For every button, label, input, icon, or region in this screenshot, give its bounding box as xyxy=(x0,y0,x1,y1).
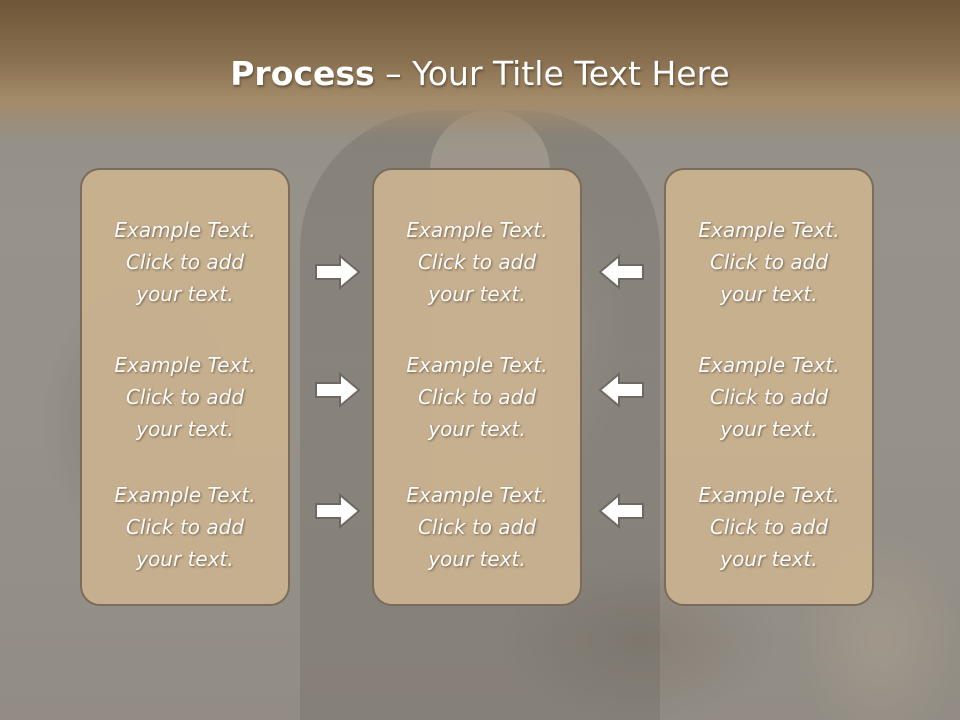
text-placeholder[interactable]: Example Text. Click to add your text. xyxy=(82,214,288,310)
text-line: your text. xyxy=(428,547,526,571)
text-line: your text. xyxy=(720,282,818,306)
text-line: Click to add xyxy=(125,515,245,539)
arrow-left-icon[interactable] xyxy=(597,491,645,531)
process-box-left[interactable]: Example Text. Click to add your text. Ex… xyxy=(80,168,290,606)
text-line: Click to add xyxy=(125,250,245,274)
text-line: Example Text. xyxy=(406,483,548,507)
text-line: Example Text. xyxy=(114,483,256,507)
arrow-right-icon[interactable] xyxy=(314,491,362,531)
text-line: Example Text. xyxy=(114,218,256,242)
text-line: your text. xyxy=(136,282,234,306)
text-line: Example Text. xyxy=(698,483,840,507)
process-box-right[interactable]: Example Text. Click to add your text. Ex… xyxy=(664,168,874,606)
slide-title[interactable]: Process – Your Title Text Here xyxy=(0,52,960,96)
text-placeholder[interactable]: Example Text. Click to add your text. xyxy=(82,349,288,445)
text-line: your text. xyxy=(720,417,818,441)
text-line: Example Text. xyxy=(698,218,840,242)
text-line: your text. xyxy=(428,282,526,306)
text-placeholder[interactable]: Example Text. Click to add your text. xyxy=(666,479,872,575)
text-line: your text. xyxy=(720,547,818,571)
text-placeholder[interactable]: Example Text. Click to add your text. xyxy=(374,479,580,575)
arrow-right-icon[interactable] xyxy=(314,252,362,292)
text-line: Click to add xyxy=(417,385,537,409)
text-placeholder[interactable]: Example Text. Click to add your text. xyxy=(82,479,288,575)
text-line: Click to add xyxy=(709,250,829,274)
text-line: Example Text. xyxy=(406,218,548,242)
text-line: Example Text. xyxy=(698,353,840,377)
text-line: Example Text. xyxy=(406,353,548,377)
process-box-center[interactable]: Example Text. Click to add your text. Ex… xyxy=(372,168,582,606)
title-bold: Process xyxy=(230,54,375,93)
text-placeholder[interactable]: Example Text. Click to add your text. xyxy=(374,214,580,310)
text-line: Click to add xyxy=(709,385,829,409)
text-line: Example Text. xyxy=(114,353,256,377)
text-placeholder[interactable]: Example Text. Click to add your text. xyxy=(666,349,872,445)
title-rest: – Your Title Text Here xyxy=(374,54,730,93)
title-band xyxy=(0,0,960,140)
text-line: your text. xyxy=(136,417,234,441)
text-line: Click to add xyxy=(417,515,537,539)
text-line: your text. xyxy=(136,547,234,571)
text-line: Click to add xyxy=(417,250,537,274)
text-line: your text. xyxy=(428,417,526,441)
text-placeholder[interactable]: Example Text. Click to add your text. xyxy=(666,214,872,310)
arrow-left-icon[interactable] xyxy=(597,252,645,292)
arrow-right-icon[interactable] xyxy=(314,370,362,410)
text-line: Click to add xyxy=(709,515,829,539)
text-placeholder[interactable]: Example Text. Click to add your text. xyxy=(374,349,580,445)
text-line: Click to add xyxy=(125,385,245,409)
arrow-left-icon[interactable] xyxy=(597,370,645,410)
